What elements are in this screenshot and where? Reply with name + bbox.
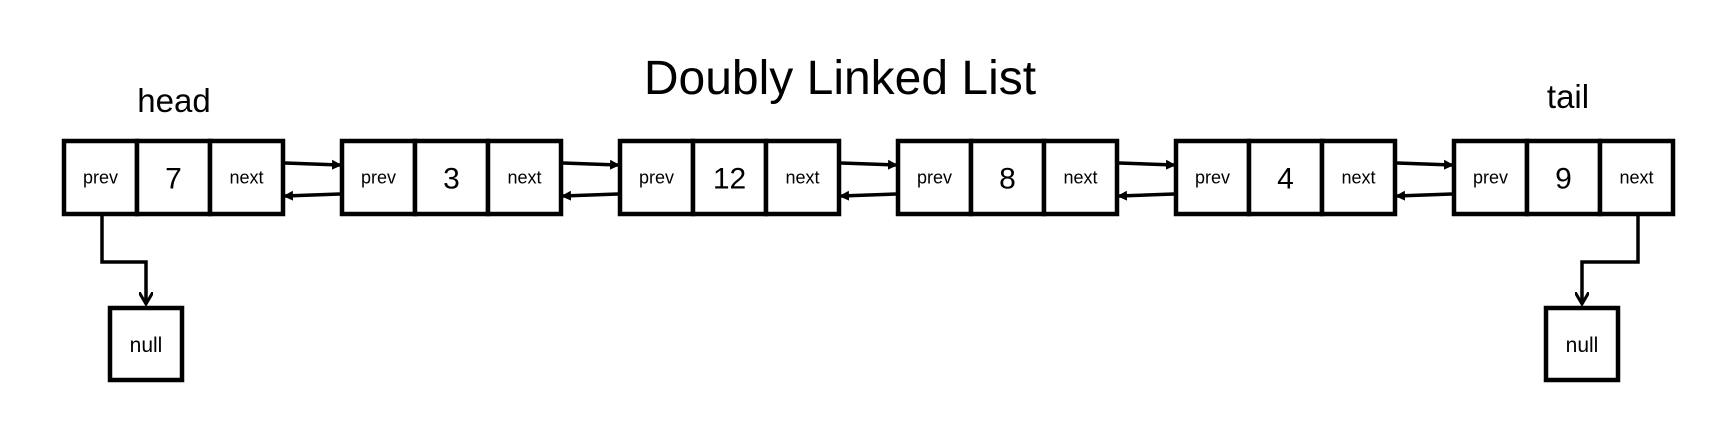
next-link-arrow: [284, 159, 342, 170]
value-cell-label: 7: [165, 163, 182, 196]
head-null-label: null: [130, 334, 163, 357]
next-cell: [1041, 138, 1120, 217]
value-cell-label: 4: [1277, 163, 1294, 196]
head-label: head: [137, 82, 210, 119]
list-node-6: prev 9 next: [1451, 138, 1676, 217]
value-cell: [1524, 138, 1603, 217]
next-link-arrow: [1118, 159, 1176, 170]
value-cell: [134, 138, 213, 217]
prev-cell-label: prev: [1473, 168, 1508, 188]
list-node-1: prev 7 next: [61, 138, 286, 217]
prev-cell-label: prev: [1195, 168, 1230, 188]
prev-link-arrow: [561, 190, 619, 201]
prev-link-arrow: [1117, 190, 1175, 201]
next-link-arrow: [840, 159, 898, 170]
value-cell-label: 9: [1555, 163, 1572, 196]
value-cell: [412, 138, 491, 217]
prev-cell: [895, 138, 974, 217]
head-null-connector: [100, 214, 146, 304]
list-node-5: prev 4 next: [1173, 138, 1398, 217]
next-link-arrow: [562, 159, 620, 170]
prev-link-arrow: [283, 190, 341, 201]
tail-null-box: [1543, 305, 1621, 383]
value-cell-label: 12: [713, 163, 746, 196]
next-cell: [1319, 138, 1398, 217]
list-node-3: prev 12 next: [617, 138, 842, 217]
tail-label: tail: [1547, 78, 1589, 115]
prev-cell-label: prev: [83, 168, 118, 188]
next-cell-label: next: [507, 168, 541, 188]
next-cell-label: next: [1341, 168, 1375, 188]
next-cell-label: next: [1619, 168, 1653, 188]
value-cell-label: 8: [999, 163, 1016, 196]
next-link-arrow: [1396, 159, 1454, 170]
links-group: [283, 159, 1454, 201]
prev-cell: [1451, 138, 1530, 217]
list-node-4: prev 8 next: [895, 138, 1120, 217]
next-cell: [763, 138, 842, 217]
tail-null-label: null: [1566, 334, 1599, 357]
prev-link-arrow: [839, 190, 897, 201]
prev-cell-label: prev: [361, 168, 396, 188]
prev-cell-label: prev: [639, 168, 674, 188]
tail-null-connector: [1582, 214, 1640, 304]
head-null-box: [107, 305, 185, 383]
next-cell-label: next: [785, 168, 819, 188]
value-cell-label: 3: [443, 163, 460, 196]
next-cell: [485, 138, 564, 217]
next-cell: [207, 138, 286, 217]
next-cell-label: next: [229, 168, 263, 188]
prev-link-arrow: [1395, 190, 1453, 201]
diagram-title: Doubly Linked List: [644, 52, 1036, 105]
list-node-2: prev 3 next: [339, 138, 564, 217]
next-cell-label: next: [1063, 168, 1097, 188]
value-cell: [690, 138, 769, 217]
prev-cell-label: prev: [917, 168, 952, 188]
